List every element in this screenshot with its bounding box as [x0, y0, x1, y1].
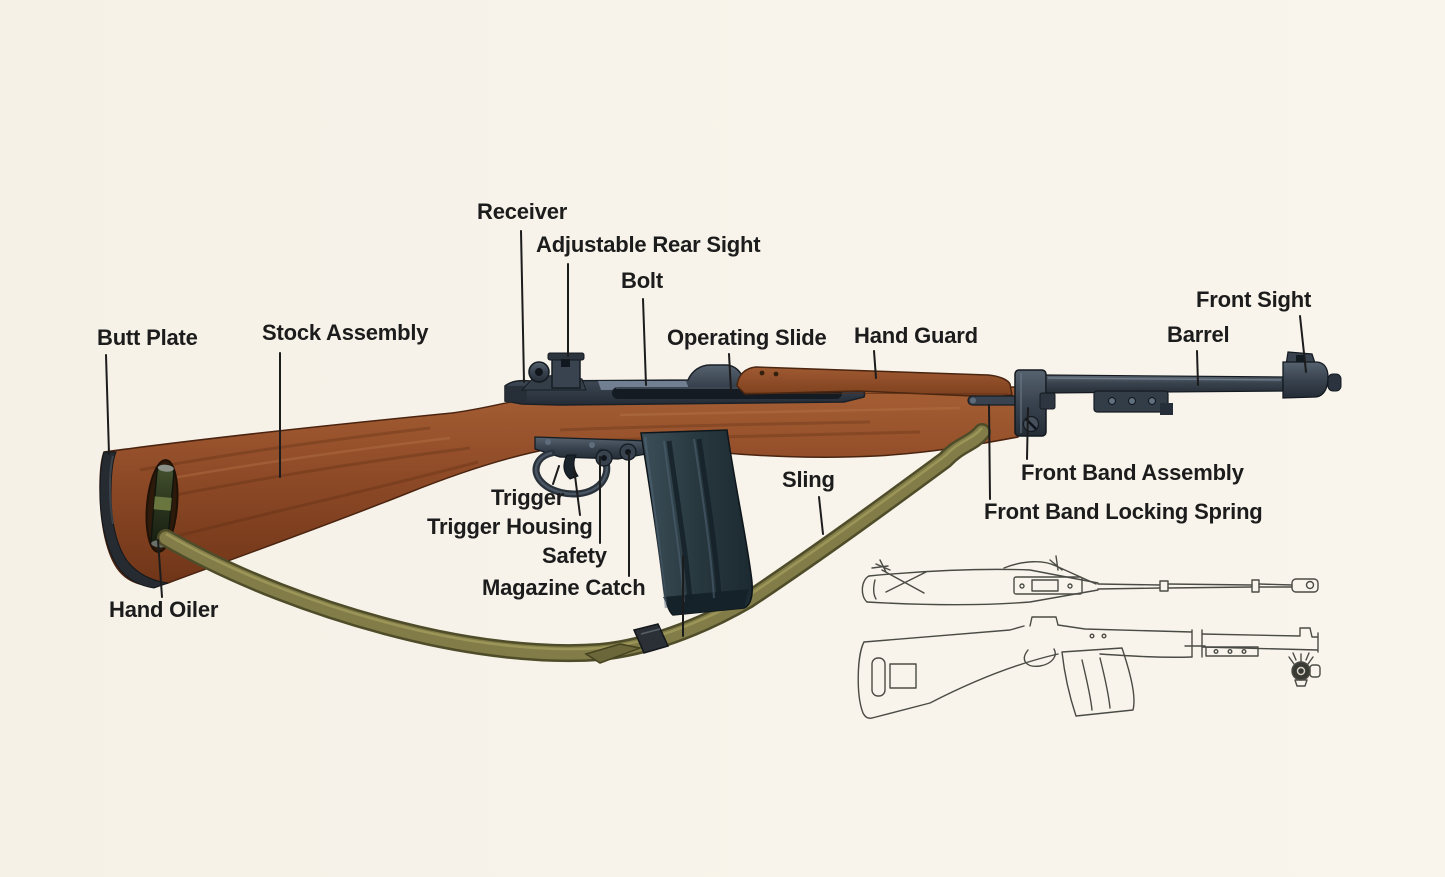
- label-bolt: Bolt: [621, 268, 663, 293]
- sling-strap-sheen: [165, 427, 983, 651]
- housing-screw-1: [545, 439, 551, 445]
- label-front-band-assembly: Front Band Assembly: [1021, 460, 1244, 485]
- label-barrel: Barrel: [1167, 322, 1230, 347]
- label-receiver: Receiver: [477, 199, 568, 224]
- trigger-guard-sheen: [534, 451, 608, 496]
- magazine-base: [663, 589, 749, 615]
- leader-front-band-assembly: [1026, 407, 1029, 460]
- wood-highlight: [149, 406, 961, 484]
- muzzle-tip: [1327, 373, 1342, 392]
- rear-sight-aperture: [561, 359, 570, 367]
- rail-screw-2: [1128, 397, 1136, 405]
- adjustable-rear-sight-part: [520, 352, 587, 391]
- label-trigger-housing: Trigger Housing: [427, 514, 593, 539]
- magazine-edge-light: [643, 436, 668, 609]
- line-art-inset: [857, 555, 1321, 719]
- label-operating-slide: Operating Slide: [667, 325, 827, 350]
- leader-front-sight: [1299, 315, 1307, 373]
- butt-plate-part: [99, 451, 169, 589]
- leader-receiver: [520, 230, 525, 383]
- butt-plate-highlight: [109, 455, 114, 525]
- leader-front-band-locking-spring: [988, 404, 991, 500]
- label-front-sight: Front Sight: [1196, 287, 1312, 312]
- sling-fold-tip: [584, 643, 643, 664]
- hand-guard-pin-2: [773, 371, 779, 377]
- sling-keeper: [632, 623, 670, 654]
- label-butt-plate: Butt Plate: [97, 325, 198, 350]
- label-hand-oiler: Hand Oiler: [109, 597, 219, 622]
- oiler-band: [153, 496, 172, 511]
- hand-guard-wood: [736, 366, 1013, 398]
- housing-screw-2: [589, 442, 595, 448]
- leader-hand-guard: [873, 350, 877, 379]
- rail-step: [1160, 403, 1173, 415]
- front-band-stud: [1039, 392, 1056, 410]
- rear-sight-knob-center: [535, 368, 543, 376]
- rail-screw-1: [1108, 397, 1116, 405]
- wood-grain: [139, 420, 921, 542]
- leader-bolt: [642, 298, 647, 386]
- label-safety: Safety: [542, 543, 607, 568]
- line-art-side-view: [857, 616, 1319, 719]
- leader-operating-slide: [728, 353, 732, 392]
- label-hand-guard: Hand Guard: [854, 323, 978, 348]
- sling-part: [157, 423, 991, 664]
- line-art-top-view: [861, 555, 1319, 606]
- magazine-rib-highlight-2: [693, 438, 715, 599]
- magazine-rib-1: [666, 440, 693, 601]
- sling-keeper-slot: [640, 628, 661, 635]
- front-band-assembly-part: [967, 369, 1056, 437]
- label-front-band-locking-spring: Front Band Locking Spring: [984, 499, 1263, 524]
- rear-sight-top-bar: [547, 352, 585, 361]
- leader-trigger-housing: [573, 467, 581, 516]
- leader-lines: [105, 230, 1307, 637]
- magazine-part: [640, 429, 753, 616]
- leader-sling: [818, 496, 824, 535]
- label-magazine-catch: Magazine Catch: [482, 575, 646, 600]
- front-sight-notch: [1296, 355, 1304, 363]
- safety-button-center: [601, 455, 607, 461]
- line-art-muzzle-front-view: [1288, 652, 1321, 687]
- leader-trigger: [552, 465, 560, 485]
- magazine-rib-2: [696, 438, 722, 597]
- leader-butt-plate: [105, 354, 110, 455]
- hand-guard-part: [736, 366, 1013, 398]
- label-stock-assembly: Stock Assembly: [262, 320, 429, 345]
- barrel-part: [1045, 374, 1284, 415]
- oiler-cap-top: [157, 464, 174, 472]
- hand-guard-pin-1: [759, 370, 765, 376]
- spring-rod-tip: [970, 397, 976, 404]
- leader-hand-oiler: [157, 539, 163, 598]
- leader-barrel: [1196, 350, 1199, 386]
- hand-guard-seam: [744, 392, 1009, 395]
- front-sight-part: [1282, 351, 1342, 399]
- label-sling: Sling: [782, 467, 835, 492]
- rail-screw-3: [1148, 397, 1156, 405]
- label-trigger: Trigger: [491, 485, 565, 510]
- barrel-sheen: [1047, 377, 1282, 381]
- label-adjustable-rear-sight: Adjustable Rear Sight: [536, 232, 761, 257]
